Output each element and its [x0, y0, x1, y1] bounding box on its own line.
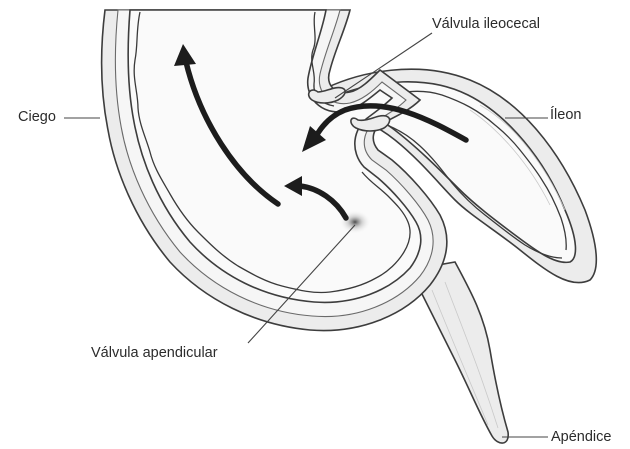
label-ciego: Ciego: [18, 110, 56, 125]
label-ileon: Íleon: [550, 108, 581, 123]
label-valvula-apendicular: Válvula apendicular: [91, 346, 218, 361]
label-valvula-ileocecal: Válvula ileocecal: [432, 17, 540, 32]
label-apendice: Apéndice: [551, 430, 611, 445]
